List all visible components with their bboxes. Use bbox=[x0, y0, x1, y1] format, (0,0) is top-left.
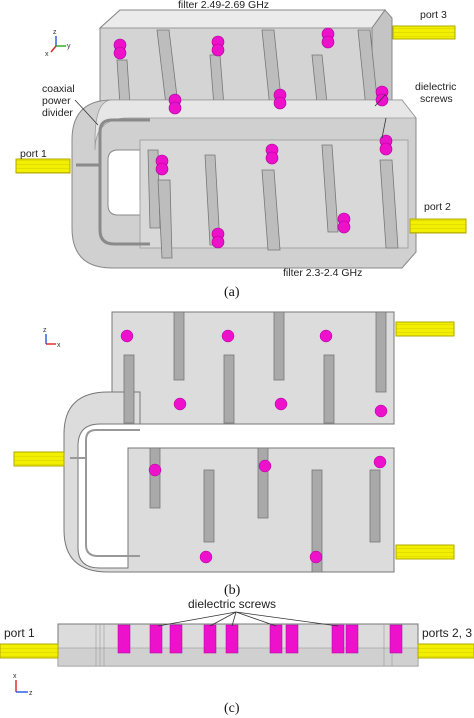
resonator bbox=[375, 311, 387, 393]
axis-letter: z bbox=[43, 327, 47, 334]
axis-triad-c bbox=[15, 680, 28, 693]
coax-connectors-a bbox=[15, 25, 467, 234]
divider-label-line3: divider bbox=[42, 107, 73, 119]
leader-lines-c bbox=[157, 611, 339, 627]
screw bbox=[211, 43, 225, 57]
axis-letter: x bbox=[57, 342, 61, 349]
screw bbox=[221, 329, 235, 343]
ports23-label-c: ports 2, 3 bbox=[422, 626, 472, 640]
coax-port2-b bbox=[395, 544, 455, 560]
screw bbox=[321, 35, 335, 49]
port1-label-a: port 1 bbox=[20, 148, 47, 160]
panel-b-top-view: (b) bbox=[13, 311, 455, 598]
axis-triad-letters: z y x z x x z bbox=[13, 29, 71, 697]
screw bbox=[389, 624, 403, 654]
screw bbox=[269, 624, 283, 654]
screw bbox=[203, 624, 217, 654]
filter-bottom-label: filter 2.3-2.4 GHz bbox=[283, 267, 362, 279]
axis-letter: x bbox=[13, 673, 17, 680]
resonator bbox=[261, 169, 281, 251]
filter-top-label: filter 2.49-2.69 GHz bbox=[178, 0, 269, 11]
coax-port3-b bbox=[395, 321, 455, 337]
bottom-filter-housing bbox=[71, 99, 417, 269]
screw bbox=[155, 162, 169, 176]
screw bbox=[199, 550, 213, 564]
screw bbox=[337, 220, 351, 234]
screw bbox=[345, 624, 359, 654]
resonator bbox=[311, 469, 323, 573]
screw bbox=[225, 624, 239, 654]
panel-c-side-view: dielectric screws port 1 ports 2, 3 (c) bbox=[0, 597, 474, 716]
port3-label-a: port 3 bbox=[420, 9, 447, 21]
top-filter-resonators-b bbox=[123, 311, 387, 424]
resonator bbox=[157, 179, 173, 259]
caption-b: (b) bbox=[224, 583, 241, 598]
panel-a-3d-view: filter 2.49-2.69 GHz filter 2.3-2.4 GHz … bbox=[15, 0, 467, 300]
axis-letter: z bbox=[53, 29, 57, 36]
screw bbox=[273, 96, 287, 110]
screw bbox=[169, 624, 183, 654]
resonator bbox=[369, 469, 381, 543]
bottom-filter-resonators bbox=[147, 144, 399, 259]
bottom-filter-body-b bbox=[63, 391, 395, 573]
screw bbox=[379, 142, 393, 156]
coax-port3 bbox=[392, 25, 456, 40]
screw bbox=[285, 624, 299, 654]
divider-label-line2: power bbox=[42, 95, 71, 107]
axis-letter: y bbox=[67, 43, 71, 50]
coax-port2 bbox=[409, 218, 467, 234]
dielectric-screws-b bbox=[120, 329, 388, 564]
screw bbox=[117, 624, 131, 654]
resonator bbox=[223, 354, 235, 424]
leader-lines-a bbox=[74, 93, 387, 139]
screws-label-line1: dielectric bbox=[415, 81, 456, 93]
screw bbox=[113, 46, 127, 60]
axis-letter: z bbox=[29, 690, 33, 697]
screw bbox=[258, 459, 272, 473]
screw bbox=[168, 101, 182, 115]
resonator bbox=[173, 311, 185, 381]
screw bbox=[375, 93, 389, 107]
dielectric-screws-a bbox=[113, 27, 393, 249]
axis-letter: x bbox=[45, 51, 49, 58]
screw bbox=[274, 397, 288, 411]
coax-port1-c bbox=[0, 643, 59, 659]
resonator bbox=[323, 354, 335, 424]
screw bbox=[265, 151, 279, 165]
screw bbox=[149, 624, 163, 654]
screw bbox=[331, 624, 345, 654]
resonator bbox=[123, 354, 135, 424]
resonator bbox=[257, 447, 269, 519]
screw bbox=[309, 550, 323, 564]
divider-label-line1: coaxial bbox=[42, 83, 75, 95]
screw bbox=[148, 463, 162, 477]
screws-label-line2: screws bbox=[420, 93, 453, 105]
resonator bbox=[321, 144, 339, 233]
port2-label-a: port 2 bbox=[424, 201, 451, 213]
screw bbox=[173, 397, 187, 411]
caption-c: (c) bbox=[224, 701, 240, 716]
screw bbox=[373, 455, 387, 469]
screw bbox=[120, 329, 134, 343]
coax-port1 bbox=[15, 158, 71, 174]
dielectric-screws-c bbox=[117, 624, 403, 654]
axis-triad-b bbox=[45, 334, 56, 345]
top-filter-body-b bbox=[111, 311, 395, 425]
axis-triad-a bbox=[50, 36, 66, 53]
screw bbox=[319, 329, 333, 343]
port1-label-c: port 1 bbox=[4, 626, 35, 640]
caption-a: (a) bbox=[224, 285, 240, 300]
screw bbox=[374, 404, 388, 418]
resonator bbox=[273, 311, 285, 381]
resonator bbox=[379, 159, 399, 249]
screws-label-c: dielectric screws bbox=[188, 597, 276, 611]
bottom-filter-resonators-b bbox=[149, 447, 381, 573]
coax-port1-b bbox=[13, 451, 65, 467]
resonator bbox=[203, 469, 215, 543]
resonator bbox=[149, 447, 161, 509]
coax-ports23-c bbox=[417, 643, 474, 659]
screw bbox=[211, 235, 225, 249]
